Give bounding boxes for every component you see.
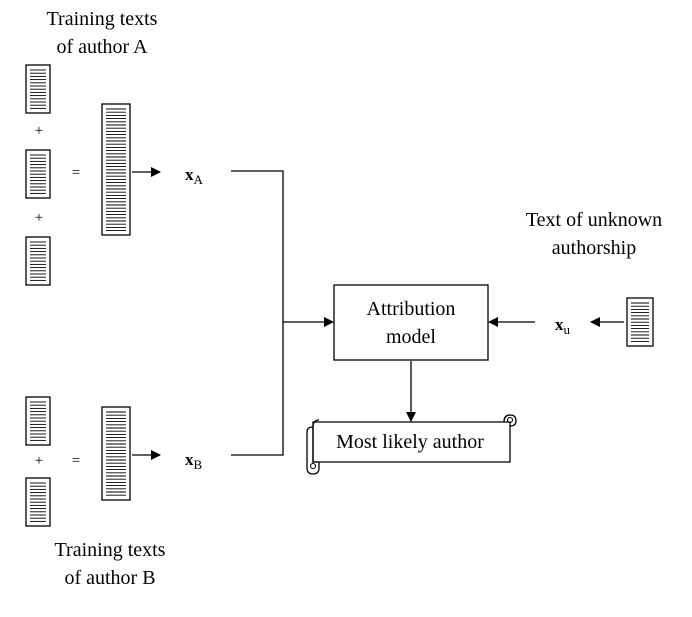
result-label: Most likely author bbox=[336, 431, 484, 453]
author-a-caption-line2: of author A bbox=[56, 36, 148, 58]
vector-xu: xu bbox=[555, 315, 571, 337]
document-icon bbox=[25, 236, 51, 286]
document-icon bbox=[25, 396, 51, 446]
author-b-caption-line1: Training texts bbox=[55, 539, 166, 561]
attribution-model-label-line1: Attribution bbox=[367, 298, 456, 320]
author-b-caption-line2: of author B bbox=[64, 567, 155, 589]
unknown-document-icon bbox=[626, 297, 654, 347]
plus-sign: + bbox=[35, 123, 43, 139]
attribution-model-box bbox=[333, 284, 489, 361]
author-a-caption-line1: Training texts bbox=[47, 8, 158, 30]
connector-xa bbox=[231, 170, 284, 456]
vector-xa: xA bbox=[185, 165, 204, 187]
document-icon bbox=[25, 477, 51, 527]
attribution-model-label-line2: model bbox=[386, 326, 436, 348]
equals-sign: = bbox=[72, 165, 80, 181]
document-icon bbox=[25, 149, 51, 199]
combined-document-icon bbox=[101, 103, 131, 236]
unknown-text-caption-line1: Text of unknown bbox=[526, 209, 662, 231]
equals-sign: = bbox=[72, 453, 80, 469]
document-icon bbox=[25, 64, 51, 114]
plus-sign: + bbox=[35, 453, 43, 469]
combined-document-icon bbox=[101, 406, 131, 501]
scroll-shape bbox=[306, 414, 517, 475]
vector-xb: xB bbox=[185, 450, 203, 472]
plus-sign: + bbox=[35, 210, 43, 226]
unknown-text-caption-line2: authorship bbox=[552, 237, 636, 259]
